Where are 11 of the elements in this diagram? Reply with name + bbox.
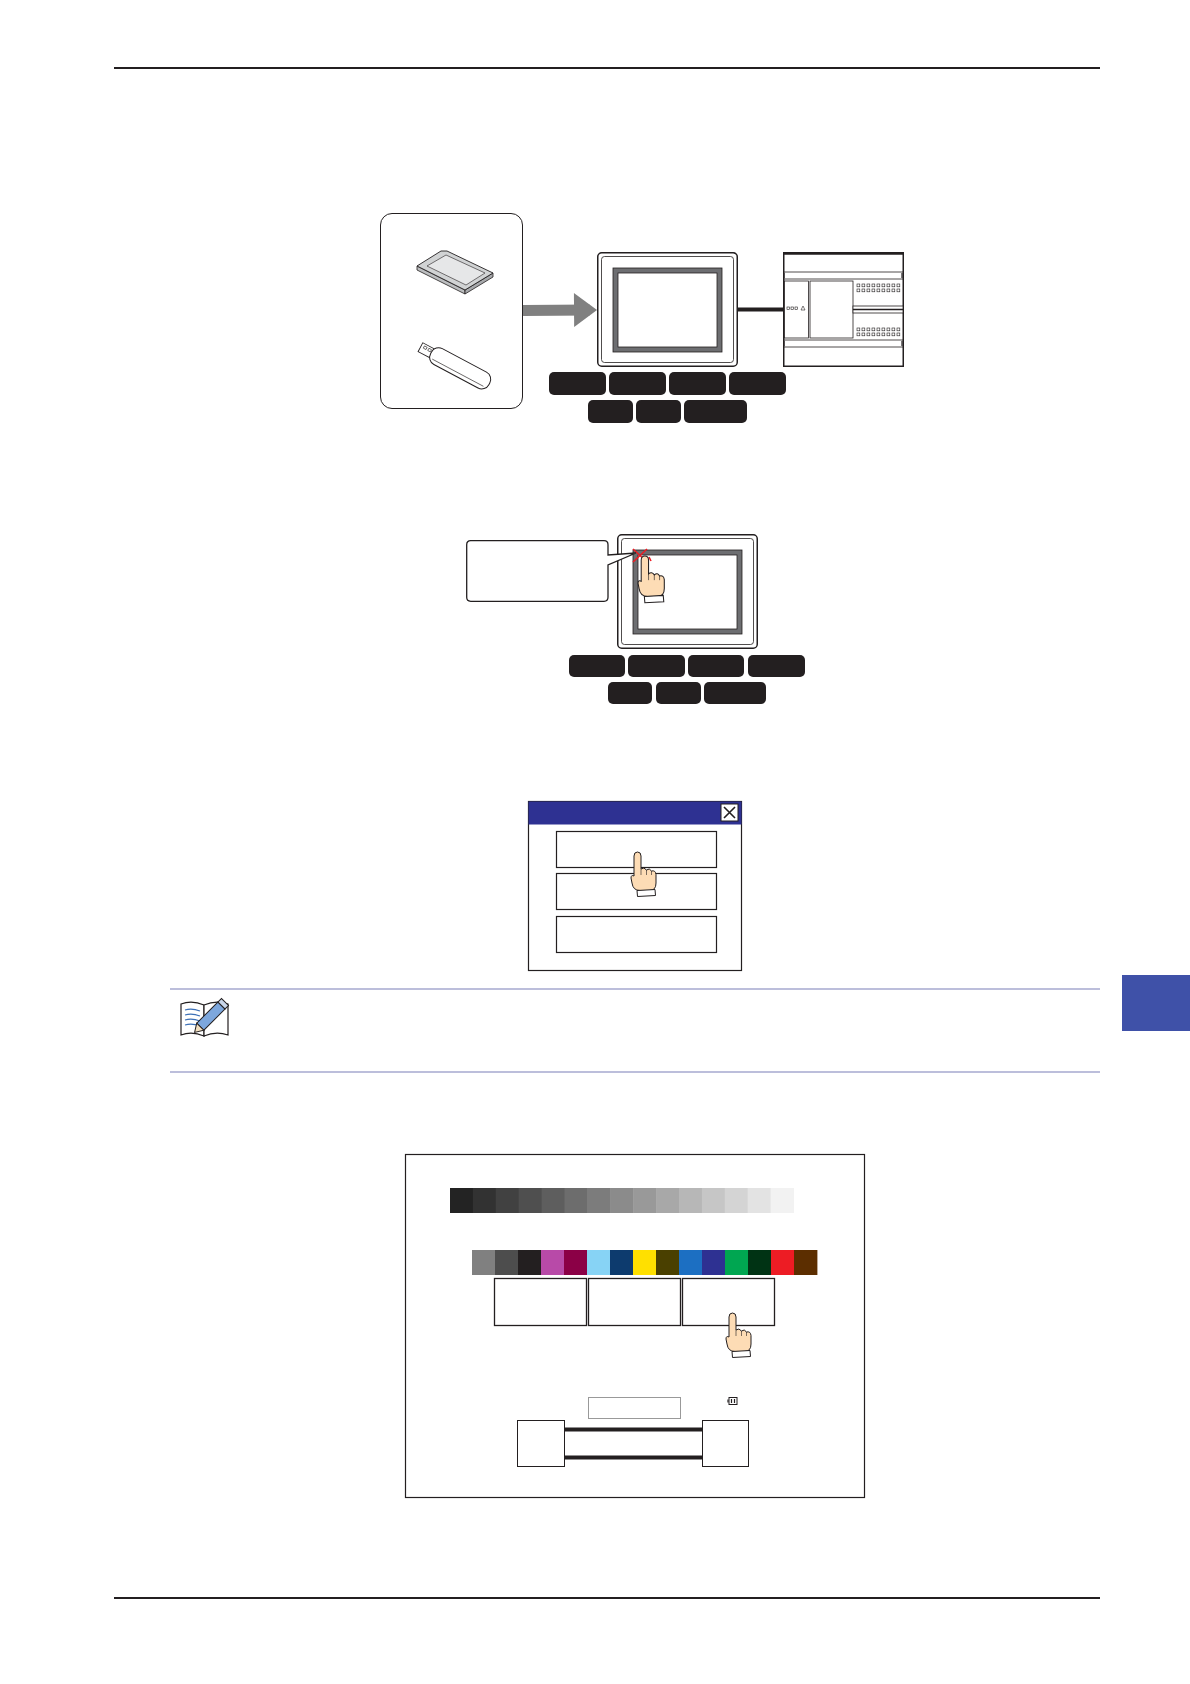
callout-bubble: [466, 540, 638, 602]
sd-card-icon: [414, 248, 495, 296]
connector-line: [738, 307, 783, 312]
touch-panel-drawing: [597, 252, 738, 367]
connector-line: [565, 1427, 702, 1432]
controller-drawing: [783, 252, 904, 367]
storage-media-panel: [380, 213, 523, 409]
end-box: [702, 1420, 749, 1467]
end-box: [517, 1420, 565, 1467]
connector-line: [565, 1455, 702, 1460]
arrow: [522, 293, 598, 328]
